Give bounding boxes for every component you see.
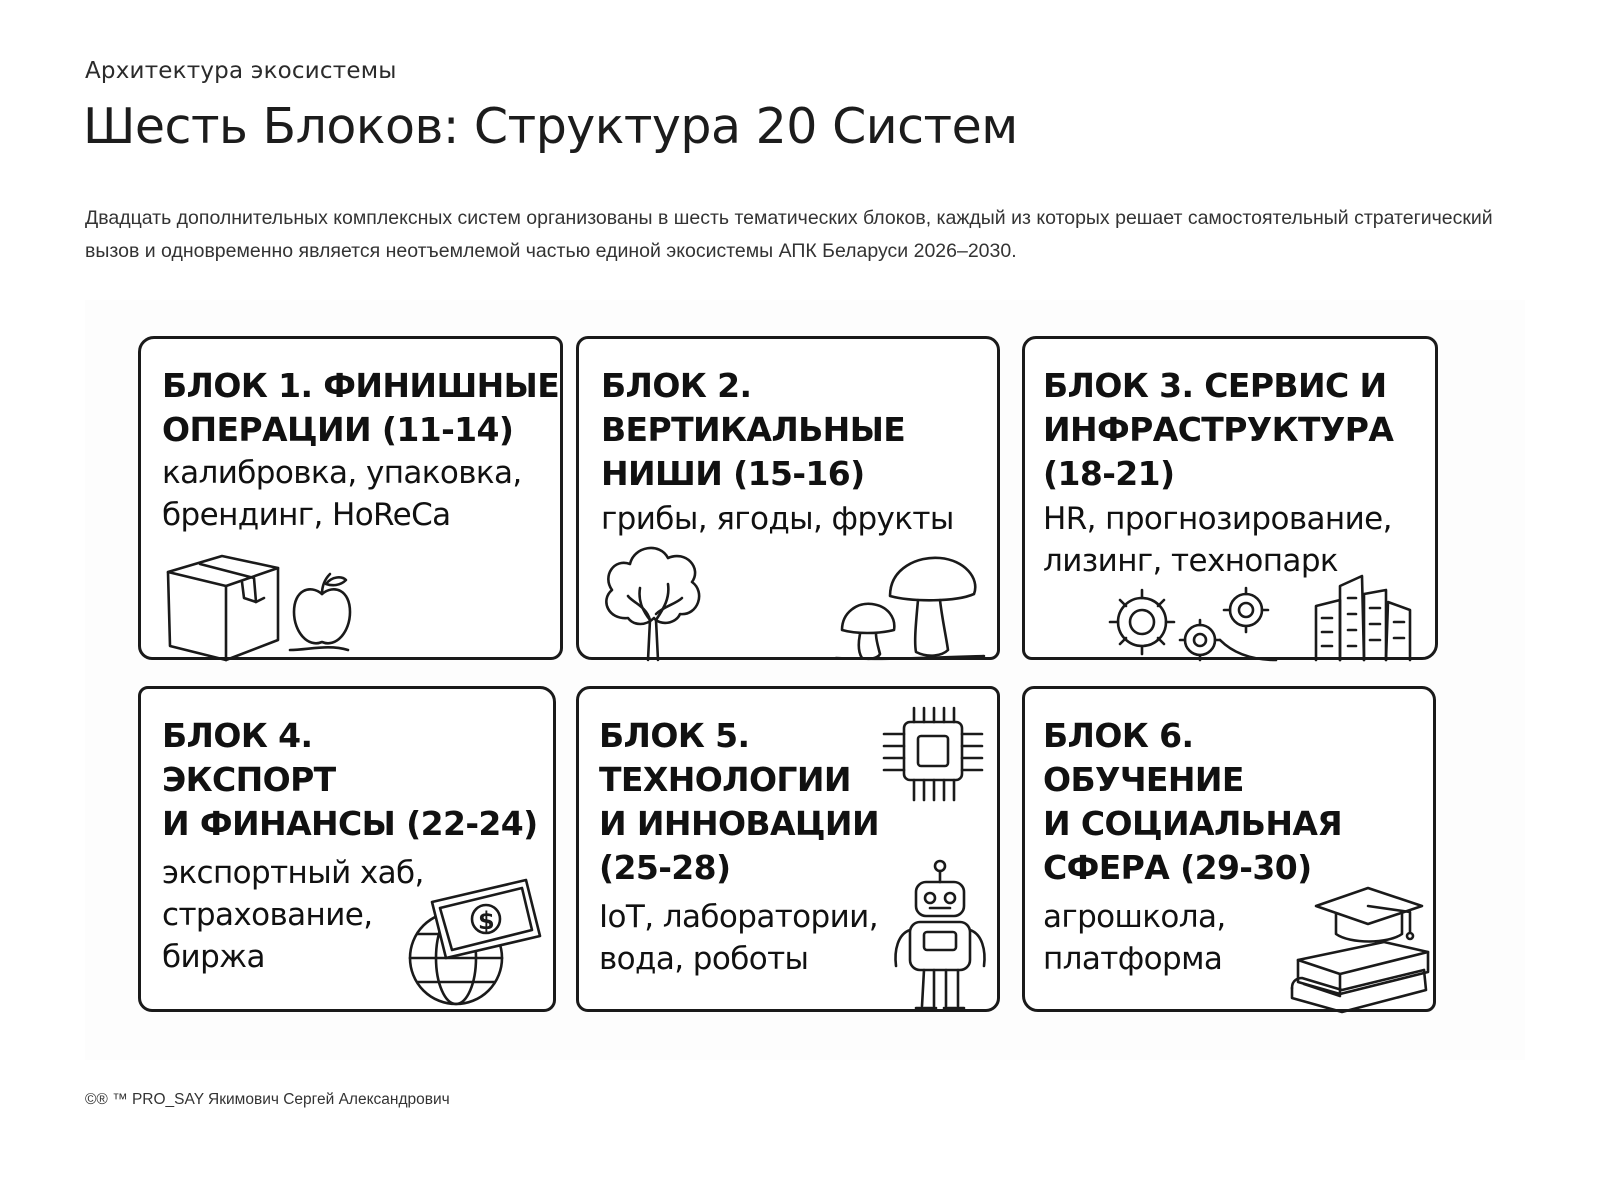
banknote-icon: $ [430, 878, 542, 960]
buildings-icon [1314, 574, 1412, 662]
block-6-title: БЛОК 6. ОБУЧЕНИЕ И СОЦИАЛЬНАЯ СФЕРА (29-… [1043, 716, 1343, 887]
robot-icon [894, 859, 986, 1010]
block-6-subtitle: агрошкола, платформа [1043, 899, 1226, 977]
block-6-card [1022, 686, 1436, 1012]
box-icon [166, 554, 280, 662]
footer-copyright: ©® ™ PRO_SAY Якимович Сергей Александров… [85, 1091, 450, 1108]
mushroom-icon [834, 556, 986, 661]
svg-text:$: $ [478, 907, 495, 935]
block-5-title: БЛОК 5. ТЕХНОЛОГИИ И ИННОВАЦИИ (25-28) [599, 716, 880, 887]
block-4-subtitle: экспортный хаб, страхование, биржа [162, 855, 424, 975]
tree-icon [605, 546, 701, 662]
block-4-title: БЛОК 4. ЭКСПОРТ И ФИНАНСЫ (22-24) [162, 716, 538, 843]
block-2-card [576, 336, 1000, 660]
block-3-subtitle: HR, прогнозирование, лизинг, технопарк [1043, 501, 1392, 579]
gears-icon [1108, 586, 1278, 662]
page-description: Двадцать дополнительных комплексных сист… [85, 207, 1493, 262]
block-1-subtitle: калибровка, упаковка, брендинг, HoReCa [162, 455, 522, 533]
page-title: Шесть Блоков: Структура 20 Систем [83, 98, 1018, 155]
books-icon [1290, 940, 1430, 1014]
block-3-title: БЛОК 3. СЕРВИС И ИНФРАСТРУКТУРА (18-21) [1043, 366, 1394, 493]
graduation-cap-icon [1314, 886, 1424, 943]
chip-icon [882, 706, 984, 802]
block-2-title: БЛОК 2. ВЕРТИКАЛЬНЫЕ НИШИ (15-16) [601, 366, 906, 493]
block-2-subtitle: грибы, ягоды, фрукты [601, 501, 954, 537]
block-1-title: БЛОК 1. ФИНИШНЫЕ ОПЕРАЦИИ (11-14) [162, 366, 560, 449]
apple-icon [288, 572, 352, 652]
block-5-subtitle: IoT, лаборатории, вода, роботы [599, 899, 879, 977]
kicker: Архитектура экосистемы [85, 58, 397, 84]
